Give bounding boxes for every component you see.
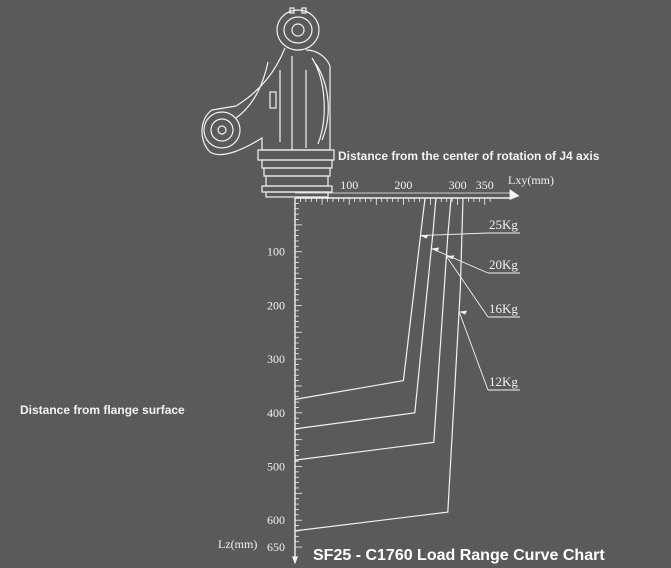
series-lines xyxy=(294,197,464,532)
leader-line xyxy=(431,248,489,274)
y-axis-arrow xyxy=(292,556,298,565)
legend-label-16kg: 16Kg xyxy=(489,301,518,316)
leader-line xyxy=(420,232,489,237)
y-tick-label: 600 xyxy=(267,513,285,527)
x-axis-arrow xyxy=(509,189,520,200)
axes: 100 200 300 350 100 200 300 400 500 600 650 xyxy=(267,178,520,565)
y-tick-label: 200 xyxy=(267,298,285,312)
legend-label-25kg: 25Kg xyxy=(489,217,518,232)
y-tick-label: 300 xyxy=(267,352,285,366)
x-tick-label: 200 xyxy=(394,178,412,192)
x-tick-label: 300 xyxy=(449,178,467,192)
leader-line xyxy=(458,311,489,391)
leader-line xyxy=(446,256,489,318)
series-line-25kg xyxy=(294,197,426,400)
y-tick-label: 500 xyxy=(267,460,285,474)
leader-arrow xyxy=(446,255,455,260)
x-tick-label: 100 xyxy=(340,178,358,192)
series-line-12kg xyxy=(294,197,464,532)
series-line-16kg xyxy=(294,197,452,461)
y-axis-title: Distance from flange surface xyxy=(20,403,185,417)
leader-arrow xyxy=(431,247,440,252)
legend-label-20kg: 20Kg xyxy=(489,257,518,272)
y-tick-label: 100 xyxy=(267,245,285,259)
chart-title: SF25 - C1760 Load Range Curve Chart xyxy=(313,547,605,564)
leader-arrow xyxy=(420,234,429,239)
y-tick-label: 400 xyxy=(267,406,285,420)
y-tick-label: 650 xyxy=(267,540,285,554)
legend: 25Kg 20Kg 16Kg 12Kg xyxy=(420,217,520,391)
x-tick-label: 350 xyxy=(476,178,494,192)
x-axis-title: Distance from the center of rotation of … xyxy=(338,149,600,163)
series-line-20kg xyxy=(294,197,437,430)
x-unit-label: Lxy(mm) xyxy=(508,173,554,187)
legend-label-12kg: 12Kg xyxy=(489,374,518,389)
leader-arrow xyxy=(459,310,468,315)
robot-wrist-illustration xyxy=(201,7,335,198)
y-unit-label: Lz(mm) xyxy=(218,537,257,551)
